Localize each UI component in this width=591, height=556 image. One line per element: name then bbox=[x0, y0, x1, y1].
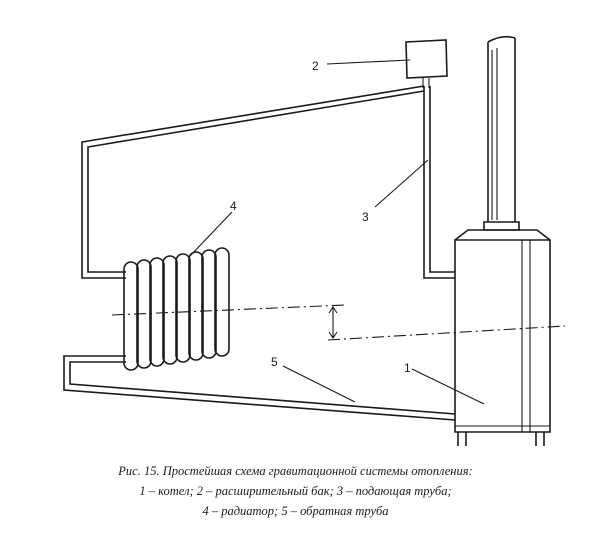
figure-caption: Рис. 15. Простейшая схема гравитационной… bbox=[0, 461, 591, 521]
caption-legend-line2: 4 – радиатор; 5 – обратная труба bbox=[202, 504, 389, 518]
callout-2: 2 bbox=[312, 59, 319, 73]
supply-pipe bbox=[81, 85, 455, 279]
callout-3: 3 bbox=[362, 210, 369, 224]
callout-1: 1 bbox=[404, 361, 411, 375]
expansion-tank bbox=[405, 39, 448, 88]
chimney bbox=[483, 35, 520, 231]
radiator bbox=[123, 247, 230, 371]
center-lines bbox=[111, 304, 566, 341]
boiler bbox=[454, 229, 551, 446]
callout-4: 4 bbox=[230, 199, 237, 213]
caption-legend-line1: 1 – котел; 2 – расширительный бак; 3 – п… bbox=[139, 484, 452, 498]
caption-title: Рис. 15. Простейшая схема гравитационной… bbox=[118, 464, 473, 478]
return-pipe bbox=[63, 355, 456, 421]
leader-lines bbox=[189, 59, 485, 405]
callout-5: 5 bbox=[271, 355, 278, 369]
